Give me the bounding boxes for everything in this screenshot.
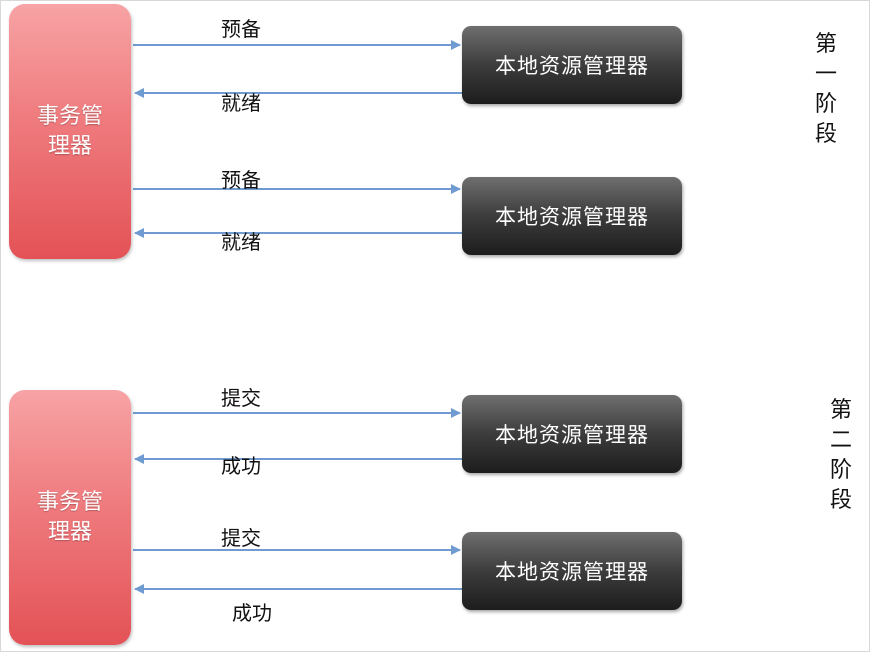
resource-manager-label: 本地资源管理器 <box>495 423 649 447</box>
label-success-2: 成功 <box>232 601 272 625</box>
label-commit-1: 提交 <box>221 386 261 410</box>
label-prepare-1: 预备 <box>221 17 261 41</box>
transaction-manager-phase-2: 事务管理器 <box>9 390 131 645</box>
transaction-manager-label: 事务管理器 <box>36 103 103 159</box>
resource-manager-1-phase-2: 本地资源管理器 <box>462 395 682 473</box>
resource-manager-2-phase-1: 本地资源管理器 <box>462 177 682 255</box>
label-prepare-2: 预备 <box>221 168 261 192</box>
resource-manager-label: 本地资源管理器 <box>495 205 649 229</box>
resource-manager-2-phase-2: 本地资源管理器 <box>462 532 682 610</box>
transaction-manager-label: 事务管理器 <box>36 489 103 545</box>
label-success-1: 成功 <box>221 454 261 478</box>
phase-label-1: 第一阶段 <box>814 32 837 147</box>
transaction-manager-phase-1: 事务管理器 <box>9 4 131 259</box>
resource-manager-label: 本地资源管理器 <box>495 54 649 78</box>
resource-manager-1-phase-1: 本地资源管理器 <box>462 26 682 104</box>
label-ready-1: 就绪 <box>221 91 261 115</box>
resource-manager-label: 本地资源管理器 <box>495 560 649 584</box>
phase-label-2: 第二阶段 <box>829 398 852 513</box>
label-ready-2: 就绪 <box>221 230 261 254</box>
label-commit-2: 提交 <box>221 526 261 550</box>
